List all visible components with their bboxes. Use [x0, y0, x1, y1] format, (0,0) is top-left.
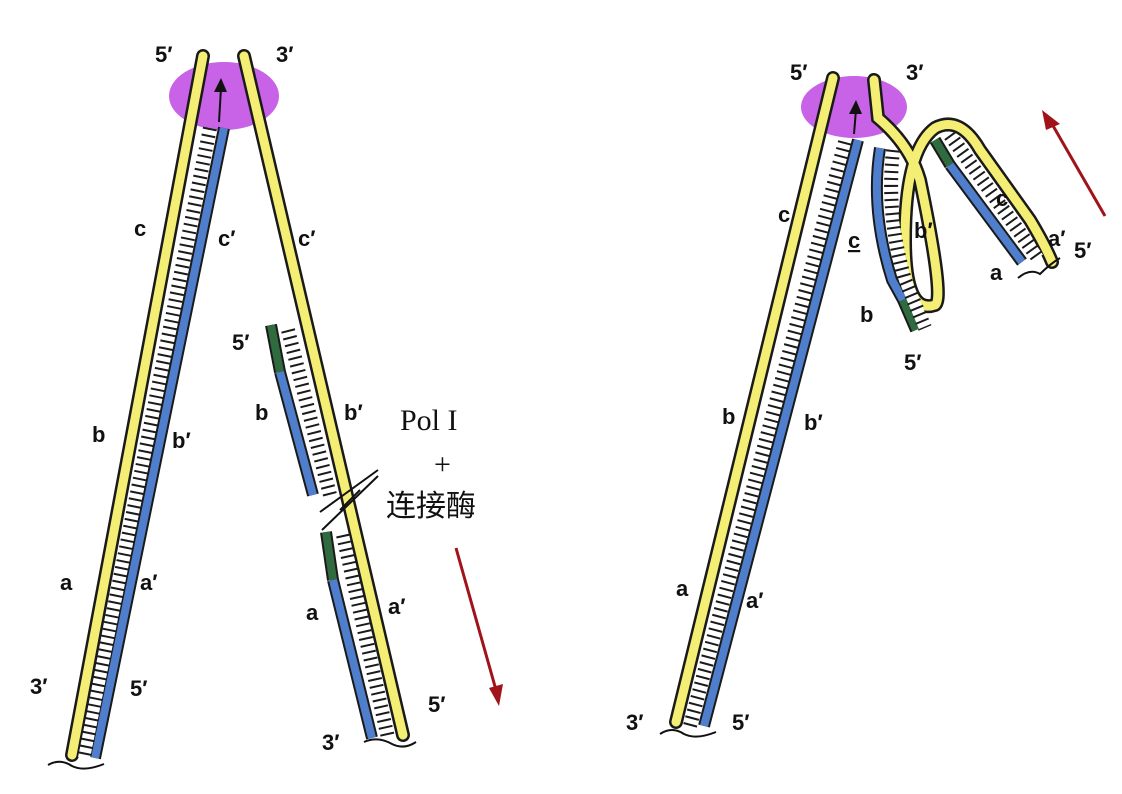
loop-label-5prime: 5′ [904, 350, 922, 375]
right-label-c-prime: c′ [298, 226, 316, 251]
upper-fragment-green-fill [267, 324, 284, 373]
loop-label-a: a [990, 260, 1003, 285]
left-direction-arrow [454, 547, 498, 691]
left-leading-arrow [218, 87, 222, 123]
left-bottom-wave [47, 760, 105, 770]
lower-fragment-rungs-base [337, 533, 394, 740]
right-bottom-5prime: 5′ [732, 710, 750, 735]
right-top-3prime: 3′ [906, 60, 924, 85]
right-main-blue-strand-fill [700, 138, 862, 728]
right-direction-arrow [1050, 123, 1107, 217]
loop-green-end-fill [899, 298, 920, 332]
right-bottom-3prime: 3′ [322, 730, 340, 755]
left-label-a-prime: a′ [140, 570, 158, 595]
loop-rungs-left [884, 149, 932, 331]
right-label-a-prime: a′ [746, 588, 764, 613]
right-label-b-prime: b′ [804, 410, 823, 435]
left-arm-blue-strand-fill [91, 127, 228, 759]
left-label-a: a [60, 570, 73, 595]
upper-fragment-blue-fill [276, 370, 317, 497]
left-top-5prime: 5′ [155, 42, 173, 67]
frag-label-5prime: 5′ [232, 330, 250, 355]
loop-right-rungs [944, 130, 1044, 263]
right-leading-arrowhead [849, 100, 862, 114]
right-label-b: b [722, 404, 735, 429]
loop-label-a-prime: a′ [1048, 226, 1066, 251]
left-panel: 5′ 3′ c c′ c′ b b′ 5′ b b′ a a′ a a′ 3′ … [30, 42, 503, 770]
loop-label-c-underlined: c [848, 228, 860, 253]
right-top-5prime: 5′ [790, 60, 808, 85]
loop-end-wave [1017, 257, 1061, 279]
loop-label-b-prime: b′ [914, 218, 933, 243]
upper-fragment-rungs [281, 328, 337, 497]
lower-fragment-green-fill [322, 531, 337, 581]
enzyme-pointer-lines [319, 469, 379, 531]
left-arm-yellow-strand-fill [67, 51, 208, 760]
left-direction-arrowhead [489, 684, 503, 706]
right-label-a: a [676, 576, 689, 601]
loop-label-5prime-end: 5′ [1074, 238, 1092, 263]
loop-label-c: c [996, 186, 1008, 211]
left-arm-rungs-base [78, 126, 216, 760]
right-bottom-wave [363, 738, 417, 748]
right-main-yellow-strand-fill [671, 73, 838, 727]
loop-right-blue-fill [946, 162, 1026, 265]
lower-fragment-blue-fill [329, 579, 376, 739]
left-bottom-5prime: 5′ [130, 676, 148, 701]
right-bottom-3prime: 3′ [626, 710, 644, 735]
right-main-rungs [683, 140, 852, 728]
left-label-b-prime: b′ [172, 428, 191, 453]
right-main-bottom-wave [659, 729, 717, 738]
right-label-b-prime: b′ [344, 400, 363, 425]
left-label-c-prime: c′ [218, 226, 236, 251]
right-bottom-5prime: 5′ [428, 692, 446, 717]
enzyme-label-ligase: 连接酶 [386, 490, 476, 523]
enzyme-label-pol: Pol I [400, 404, 458, 437]
frag-label-b: b [255, 400, 268, 425]
loop-blue-fragment-fill [872, 147, 907, 302]
left-label-c: c [134, 216, 146, 241]
loop-label-b: b [860, 302, 873, 327]
left-bottom-3prime: 3′ [30, 674, 48, 699]
loop-right-green-fill [931, 137, 954, 168]
right-direction-arrowhead [1042, 110, 1060, 130]
right-panel: 5′ 3′ c c b′ c a′ a 5′ b 5′ b b′ a a′ 3′… [626, 60, 1107, 738]
enzyme-label-plus: + [434, 448, 451, 481]
frag-label-a: a [306, 600, 319, 625]
left-top-3prime: 3′ [276, 42, 294, 67]
right-label-c: c [778, 202, 790, 227]
right-label-a-prime: a′ [388, 594, 406, 619]
left-leading-arrowhead [214, 78, 227, 92]
left-label-b: b [92, 422, 105, 447]
right-arm-yellow-strand-fill [239, 51, 408, 740]
loop-yellow-strand-fill [869, 75, 1057, 311]
